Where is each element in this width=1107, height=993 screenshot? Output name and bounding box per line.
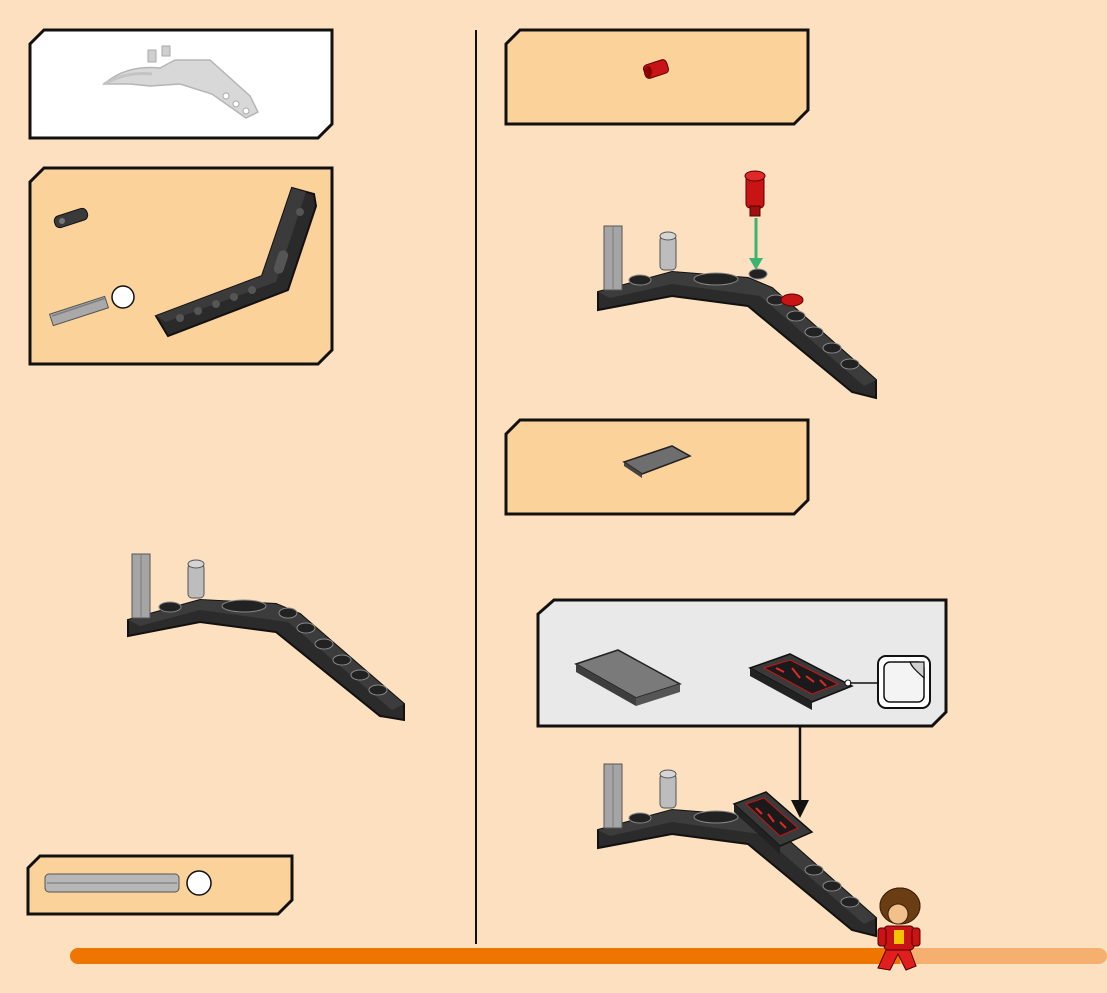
step-b-assembly xyxy=(598,171,876,398)
parts-callout-step-a xyxy=(30,168,332,364)
minifigure-overlay xyxy=(870,886,930,976)
page-progress-bar xyxy=(70,948,1107,964)
step-a-assembly xyxy=(128,554,404,720)
parts-callout-step-b xyxy=(506,30,808,124)
green-insert-arrow xyxy=(749,218,763,270)
page-progress-fill xyxy=(70,948,900,964)
length-circle xyxy=(187,871,211,895)
red-pin-insert xyxy=(745,171,765,216)
tile-placement-arrow xyxy=(791,726,809,818)
axle-length-callout xyxy=(28,856,292,914)
submodel-preview-callout xyxy=(30,30,332,138)
step-c-assembly xyxy=(598,764,876,936)
sticker-callout xyxy=(538,600,946,726)
installed-red-pin xyxy=(781,294,803,306)
parts-callout-step-c xyxy=(506,420,808,514)
sticker-icon xyxy=(878,656,930,708)
long-axle-icon xyxy=(45,874,179,892)
quantity-circle xyxy=(112,286,134,308)
